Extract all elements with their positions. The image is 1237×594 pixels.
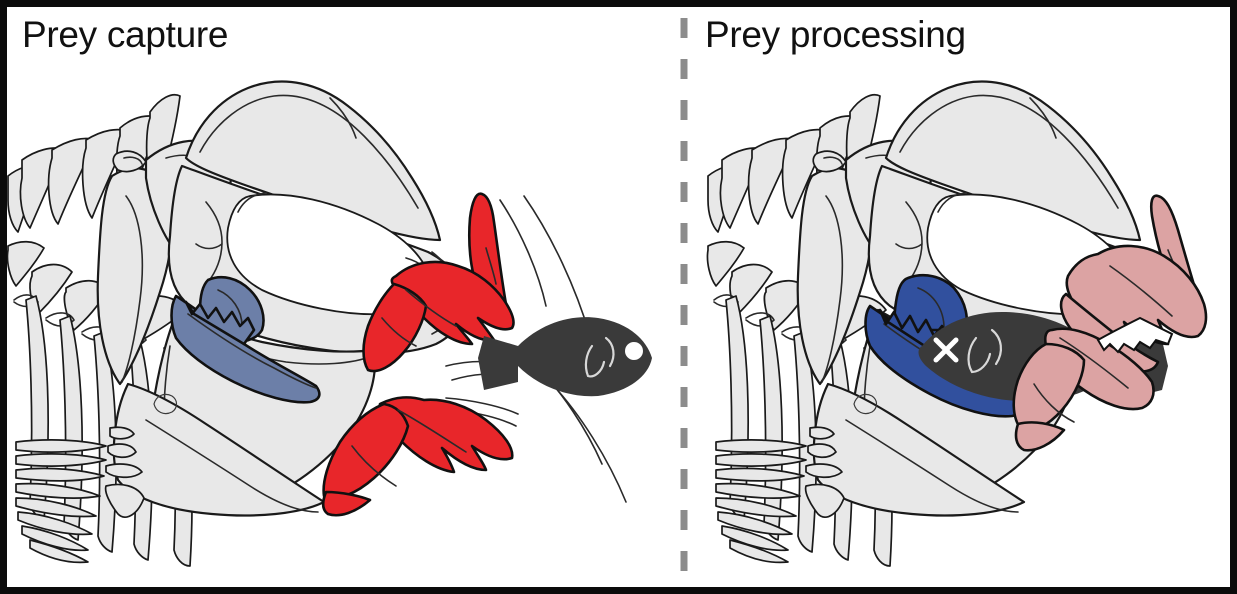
cleithrum-left xyxy=(96,150,174,386)
suspensorium-right xyxy=(812,382,1026,517)
panel-left-artwork xyxy=(7,80,652,567)
oral-jaws-closed-right xyxy=(1012,194,1208,452)
branchiostegal-rays-right xyxy=(715,439,807,564)
lower-oral-jaw-left xyxy=(321,396,514,517)
panel-title-prey-processing: Prey processing xyxy=(705,14,966,55)
branchiostegal-rays-left xyxy=(15,439,107,564)
prey-eye-x-right xyxy=(933,337,959,363)
prey-eye-open-left xyxy=(625,342,643,360)
hyoid-elements-right xyxy=(804,426,845,518)
hyoid-elements-left xyxy=(104,426,145,518)
panel-title-prey-capture: Prey capture xyxy=(22,14,229,55)
upper-oral-jaw-left xyxy=(362,260,515,373)
pharyngeal-jaws-left xyxy=(170,276,321,404)
panel-right-artwork xyxy=(706,80,1208,567)
prey-fish-left xyxy=(478,317,652,397)
